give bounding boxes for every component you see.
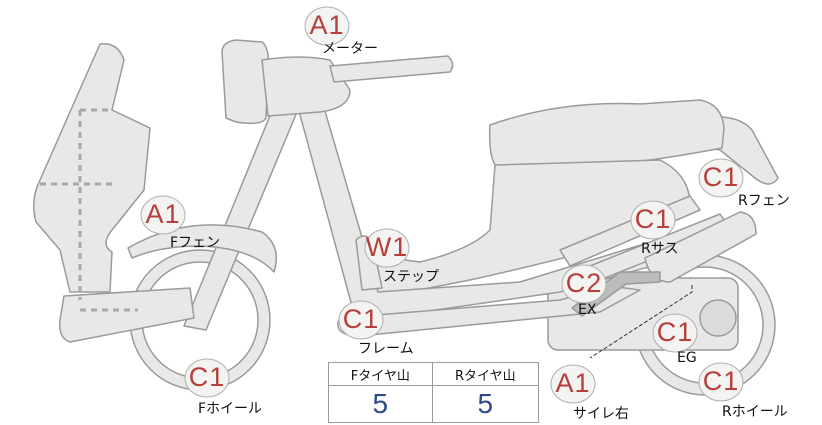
seat-shape (488, 99, 725, 169)
exhaust-shape (571, 271, 661, 317)
rear-tyre-value: 5 (431, 385, 540, 423)
ex-label: EX (578, 302, 597, 318)
handlebar-shape (329, 55, 454, 83)
headlight-shape (221, 39, 270, 125)
tyre-tread-table: Fタイヤ山 Rタイヤ山 5 5 (328, 362, 540, 423)
f-wheel-label: Fホイール (198, 401, 263, 417)
ex-grade-badge: C2 (565, 268, 603, 298)
front-tyre-value: 5 (328, 385, 433, 423)
muffler-right-label: サイレ右 (573, 406, 629, 422)
f-fender-grade-badge: A1 (145, 199, 181, 229)
muffler-right-grade-badge: A1 (555, 368, 591, 398)
meter-grade-badge: A1 (309, 10, 345, 40)
frame-grade-badge: C1 (342, 304, 380, 334)
eg-label: EG (677, 350, 697, 366)
f-wheel-grade-badge: C1 (188, 362, 226, 392)
eg-grade-badge: C1 (656, 317, 694, 347)
r-sus-label: Rサス (641, 241, 679, 257)
step-shape (355, 235, 383, 291)
f-fender-label: Fフェン (170, 235, 221, 251)
r-wheel-label: Rホイール (722, 404, 788, 420)
frame-label: フレーム (358, 341, 414, 357)
meter-housing-shape (261, 56, 351, 117)
meter-label: メーター (322, 41, 378, 57)
leg-shield-shape (33, 43, 151, 293)
rear-tyre-header: Rタイヤ山 (431, 362, 540, 386)
r-sus-grade-badge: C1 (634, 204, 672, 234)
step-label: ステップ (383, 269, 439, 285)
r-fender-label: Rフェン (738, 193, 790, 209)
front-tyre-header: Fタイヤ山 (328, 362, 433, 386)
step-grade-badge: W1 (365, 232, 409, 262)
r-fender-grade-badge: C1 (702, 162, 740, 192)
r-wheel-grade-badge: C1 (702, 366, 740, 396)
front-fender-shape (127, 224, 277, 273)
